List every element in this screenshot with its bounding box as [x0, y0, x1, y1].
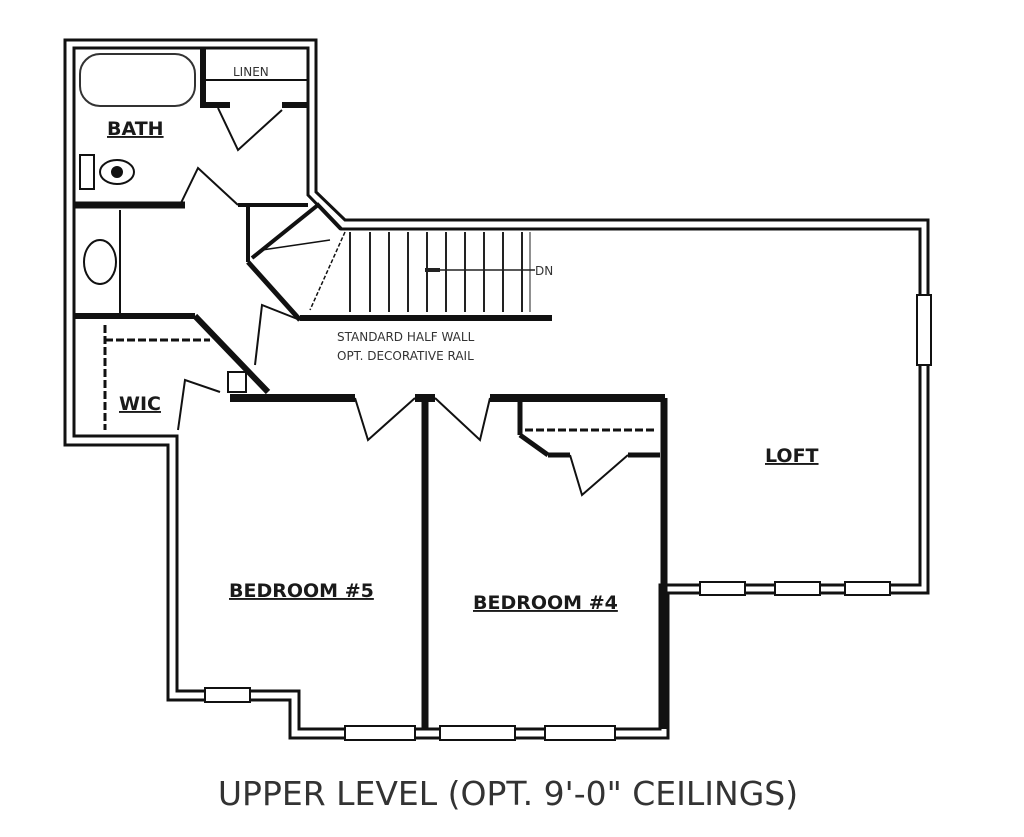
plan-title: UPPER LEVEL (OPT. 9'-0" CEILINGS) [218, 774, 798, 813]
half-wall-note: STANDARD HALF WALL [337, 330, 475, 344]
room-label-bedroom-4: BEDROOM #4 [473, 592, 618, 614]
room-label-loft: LOFT [765, 445, 819, 467]
stair-label: DN [535, 264, 553, 278]
room-label-wic: WIC [119, 393, 161, 415]
windows [204, 294, 932, 741]
interior-walls [74, 48, 668, 729]
bathtub-icon [79, 53, 196, 107]
room-label-bedroom-5: BEDROOM #5 [229, 580, 374, 602]
exterior-walls [63, 38, 930, 740]
room-label-bath: BATH [107, 118, 164, 140]
rail-note: OPT. DECORATIVE RAIL [337, 349, 474, 363]
toilet-icon [79, 154, 135, 190]
room-label-linen: LINEN [233, 65, 269, 79]
